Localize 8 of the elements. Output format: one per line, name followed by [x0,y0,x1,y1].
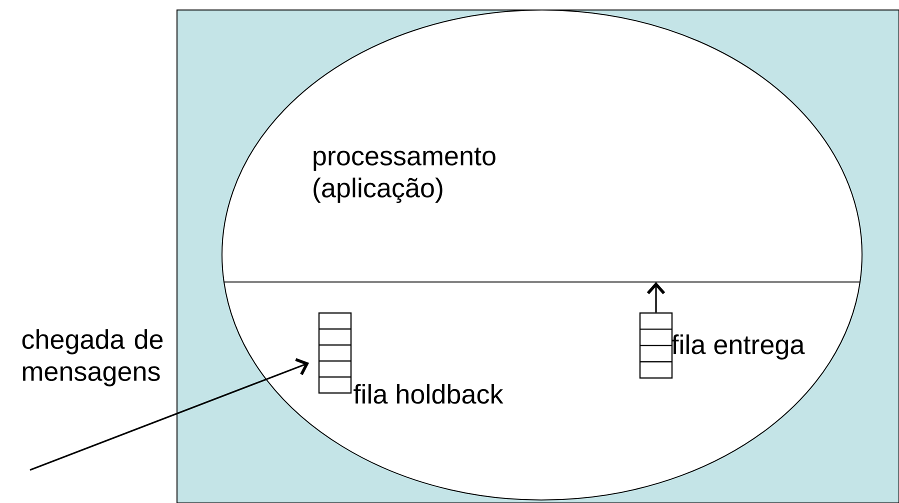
arrow [646,282,666,312]
queue-label: fila holdback [354,384,504,404]
queue-stack [318,312,352,394]
queue-stack [639,312,673,379]
upper-compartment: processamento (aplicação) [222,10,862,282]
queue-label: fila entrega [672,334,805,360]
arrow [30,358,310,471]
edge-label: chegada de mensagens [22,329,163,386]
